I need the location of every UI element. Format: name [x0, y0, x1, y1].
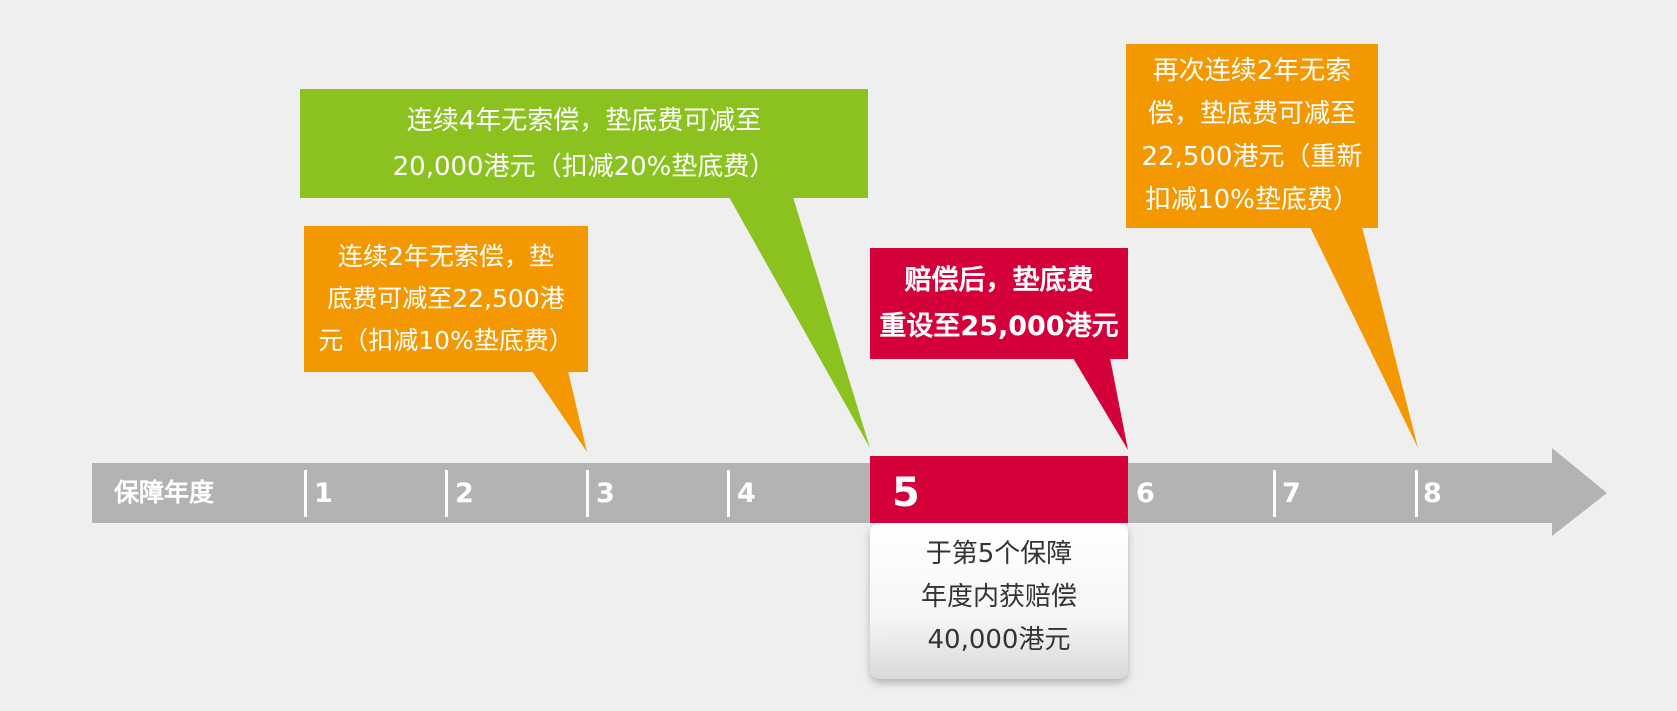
tick-mark-4 [727, 470, 730, 517]
timeline-bar [92, 448, 1607, 536]
timeline-highlight-year-5 [870, 456, 1128, 523]
timeline-ticks [304, 470, 1418, 517]
callout-red-pointer [1073, 358, 1128, 450]
callout-text-line: 22,500港元（重新 [1141, 142, 1363, 172]
year-label-4: 4 [737, 478, 756, 509]
tick-mark-7 [1273, 470, 1276, 517]
year-label-5-highlight: 5 [892, 470, 920, 516]
callout-text-line: 连续2年无索偿，垫 [338, 242, 554, 271]
tick-mark-3 [586, 470, 589, 517]
callout-text-line: 再次连续2年无索 [1152, 56, 1352, 86]
tick-mark-2 [445, 470, 448, 517]
callout-text-line: 偿，垫底费可减至 [1147, 99, 1356, 129]
year-label-3: 3 [596, 478, 615, 509]
timeline-arrow-head [1552, 448, 1607, 536]
callout-text-line: 20,000港元（扣减20%垫底费） [392, 151, 776, 182]
callout-orange-second-box [1126, 44, 1378, 228]
callout-text-line: 底费可减至22,500港 [327, 284, 565, 313]
timeline-axis-label: 保障年度 [114, 478, 215, 507]
callout-text-line: 连续4年无索偿，垫底费可减至 [406, 105, 762, 136]
callout-text-line: 重设至25,000港元 [879, 310, 1119, 342]
callout-orange-first [304, 226, 588, 452]
callout-text-line: 赔偿后，垫底费 [904, 264, 1094, 296]
year-label-2: 2 [455, 478, 474, 509]
tick-mark-1 [304, 470, 307, 517]
year-label-6: 6 [1136, 478, 1155, 509]
callout-red-box [870, 248, 1128, 359]
claim-note-text: 于第5个保障 年度内获赔偿 40,000港元 [870, 520, 1128, 674]
year-label-7: 7 [1282, 478, 1301, 509]
claim-note-line: 于第5个保障 [925, 538, 1073, 569]
callout-orange-second [1126, 44, 1418, 448]
year-label-8: 8 [1423, 478, 1442, 509]
claim-note-line: 40,000港元 [927, 624, 1071, 655]
callout-red [870, 248, 1128, 450]
callout-text-line: 扣减10%垫底费） [1145, 185, 1359, 215]
callout-orange-second-pointer [1310, 227, 1418, 448]
callout-orange-first-box [304, 226, 588, 372]
claim-note-line: 年度内获赔偿 [920, 581, 1077, 612]
callout-green-text: 连续4年无索偿，垫底费可减至 20,000港元（扣减20%垫底费） [300, 89, 868, 198]
timeline-bar-body [92, 463, 1552, 523]
callout-text-line: 元（扣减10%垫底费） [318, 326, 574, 355]
claim-note-box [870, 523, 1128, 679]
callout-red-text: 赔偿后，垫底费 重设至25,000港元 [870, 248, 1128, 359]
callout-green-box [300, 89, 868, 198]
tick-mark-8 [1415, 470, 1418, 517]
callout-orange-first-pointer [532, 371, 587, 452]
year-label-1: 1 [314, 478, 333, 509]
callout-orange-second-text: 再次连续2年无索 偿，垫底费可减至 22,500港元（重新 扣减10%垫底费） [1126, 44, 1378, 228]
callout-green [300, 89, 870, 448]
callout-orange-first-text: 连续2年无索偿，垫 底费可减至22,500港 元（扣减10%垫底费） [304, 226, 588, 372]
callout-green-pointer [729, 197, 870, 448]
